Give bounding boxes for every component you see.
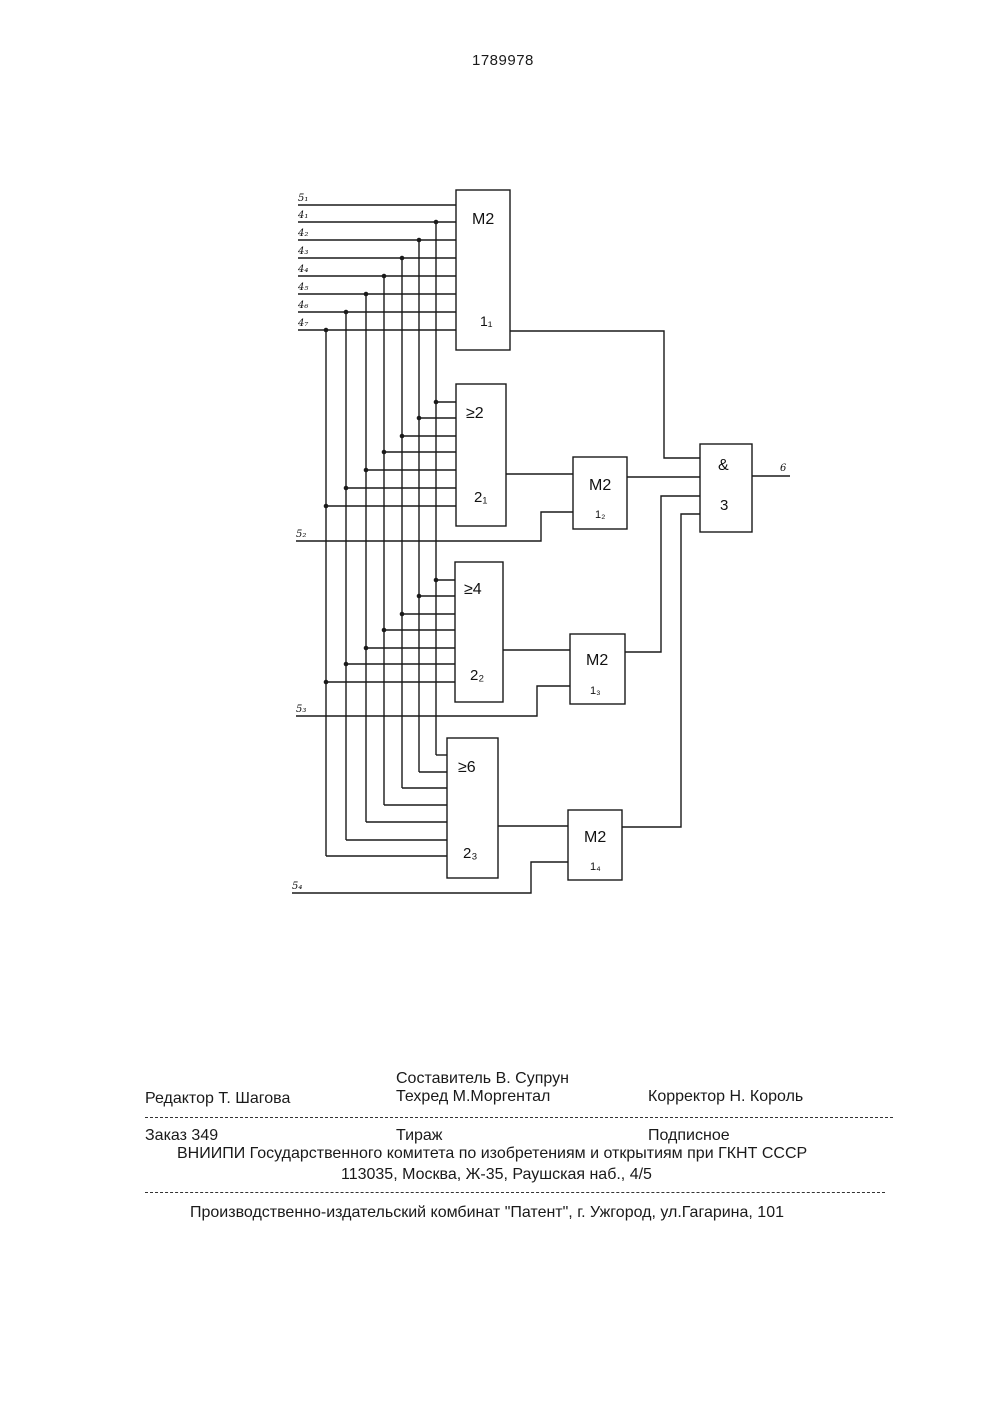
- block-op: M2: [584, 829, 606, 846]
- publisher-address: 113035, Москва, Ж-35, Раушская наб., 4/5: [341, 1166, 652, 1184]
- block-op: M2: [589, 477, 611, 494]
- block-ref: 3: [720, 497, 728, 514]
- block-ref: 1₄: [590, 861, 601, 873]
- block-ref: 1₃: [590, 685, 601, 697]
- input-label: 4₂: [297, 228, 308, 239]
- input-label: 5₄: [292, 881, 302, 892]
- block-op: &: [718, 457, 729, 474]
- output-label: 6: [780, 463, 787, 474]
- block-op: ≥4: [464, 581, 482, 598]
- block-ref: 2₂: [470, 667, 484, 684]
- editor-credit: Редактор Т. Шагова: [145, 1090, 290, 1108]
- block-ref: 2₁: [474, 489, 487, 506]
- block-op: ≥2: [466, 405, 484, 422]
- block-op: ≥6: [458, 759, 476, 776]
- input-label: 5₃: [296, 704, 306, 715]
- input-label: 4₁: [297, 210, 308, 221]
- block-ref: 2₃: [463, 845, 477, 862]
- divider-line: [145, 1192, 885, 1193]
- input-label: 4₄: [297, 264, 308, 275]
- printer-line: Производственно-издательский комбинат "П…: [190, 1204, 784, 1222]
- block-ref: 1₁: [480, 313, 493, 329]
- block-op: M2: [586, 652, 608, 669]
- order-number: Заказ 349: [145, 1127, 218, 1145]
- divider-line: [145, 1117, 893, 1118]
- input-label: 4₇: [297, 318, 308, 329]
- logic-circuit-diagram: 5₁ 4₁ 4₂ 4₃ 4₄ 4₅ 4₆ 4₇ 5₂ 5₃ 5₄ 6 M2 1₁…: [0, 0, 1000, 1000]
- block-op: M2: [472, 211, 494, 228]
- input-label: 4₃: [297, 246, 308, 257]
- techred-credit: Техред М.Моргентал: [396, 1088, 550, 1106]
- subscription-label: Подписное: [648, 1127, 730, 1145]
- publisher-line: ВНИИПИ Государственного комитета по изоб…: [177, 1145, 807, 1163]
- compiler-credit: Составитель В. Супрун: [396, 1070, 569, 1088]
- input-label: 4₆: [297, 300, 308, 311]
- circulation-label: Тираж: [396, 1127, 443, 1145]
- corrector-credit: Корректор Н. Король: [648, 1088, 803, 1106]
- input-label: 5₁: [298, 193, 308, 204]
- input-label: 5₂: [296, 529, 306, 540]
- block-ref: 1₂: [595, 509, 605, 521]
- input-label: 4₅: [297, 282, 308, 293]
